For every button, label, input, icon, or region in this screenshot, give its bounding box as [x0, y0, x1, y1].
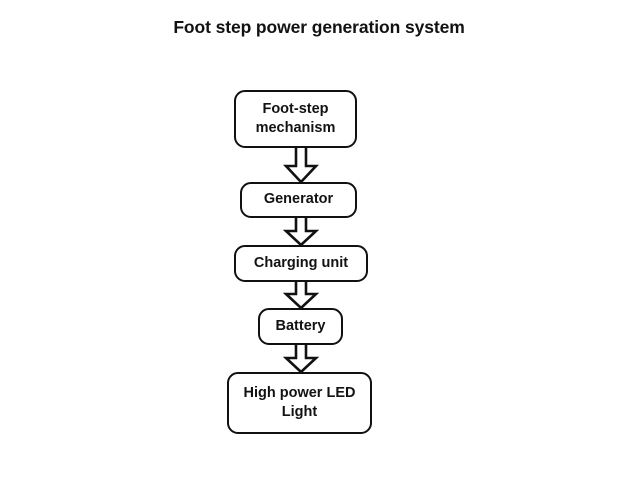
flow-node-foot-step-mechanism: Foot-step mechanism — [234, 90, 357, 148]
flow-node-label-line2: mechanism — [255, 120, 336, 136]
flow-node-generator: Generator — [240, 182, 357, 218]
flow-node-label-line1: Generator — [263, 191, 334, 208]
arrow-mechanism-to-generator-icon — [283, 146, 319, 184]
flow-node-label-line1: High power LED — [243, 384, 356, 401]
flow-node-battery: Battery — [258, 308, 343, 345]
flow-node-label-line1: Battery — [275, 317, 326, 334]
flow-node-label-line1: Charging unit — [253, 254, 349, 271]
page-title: Foot step power generation system — [173, 17, 465, 37]
flow-node-label-line2: Light — [281, 404, 318, 420]
flow-node-label-line1: Foot-step — [262, 100, 329, 117]
arrow-generator-to-charging-icon — [283, 216, 319, 247]
arrow-charging-to-battery-icon — [283, 280, 319, 310]
flow-node-charging-unit: Charging unit — [234, 245, 368, 282]
flow-node-high-power-led-light: High power LED Light — [227, 372, 372, 434]
arrow-battery-to-led-icon — [283, 343, 319, 374]
